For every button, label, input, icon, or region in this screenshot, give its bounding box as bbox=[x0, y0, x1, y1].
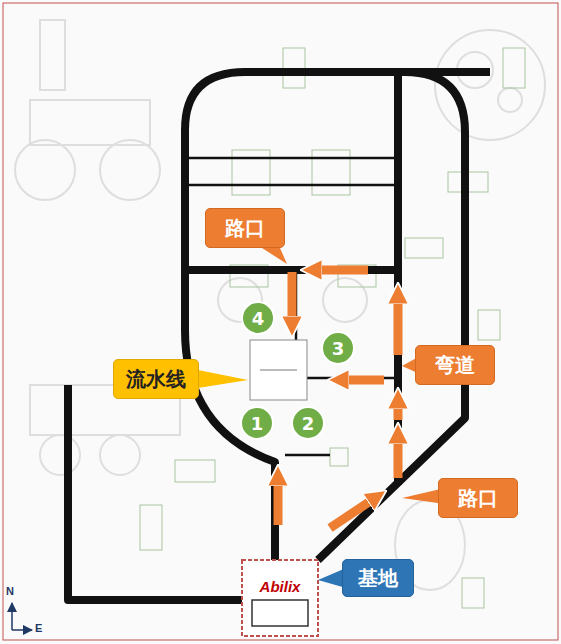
base-logo bbox=[252, 600, 308, 626]
callout-text: 基地 bbox=[358, 565, 398, 592]
callout-number-text: 1 bbox=[251, 413, 264, 434]
track bbox=[68, 72, 490, 600]
callout-number: 4 bbox=[241, 301, 275, 335]
callout-box: 流水线 bbox=[113, 359, 199, 399]
compass-letter: E bbox=[35, 622, 42, 634]
callout-box: 基地 bbox=[342, 559, 414, 597]
callout-box: 路口 bbox=[438, 478, 518, 518]
field-border bbox=[3, 3, 558, 640]
compass-letter: N bbox=[6, 585, 14, 597]
background-art bbox=[15, 20, 545, 590]
callout-number: 1 bbox=[240, 406, 274, 440]
callout-number: 2 bbox=[291, 406, 325, 440]
callout-text: 流水线 bbox=[126, 366, 186, 393]
callout-box: 弯道 bbox=[415, 345, 495, 385]
logo-text: Abilix bbox=[260, 578, 301, 595]
route-arrows bbox=[278, 270, 398, 528]
callout-text: 路口 bbox=[458, 485, 498, 512]
callout-number-text: 3 bbox=[332, 338, 345, 359]
track-thin bbox=[185, 158, 398, 455]
callout-text: 路口 bbox=[225, 215, 265, 242]
compass bbox=[12, 603, 32, 630]
callout-number-text: 2 bbox=[302, 413, 315, 434]
pipeline-mark bbox=[260, 369, 297, 371]
callout-box: 路口 bbox=[205, 208, 285, 248]
pipeline-box bbox=[250, 340, 307, 400]
base-box bbox=[242, 560, 318, 636]
placement-marks bbox=[140, 48, 525, 608]
callout-pointers bbox=[198, 248, 445, 588]
callout-number-text: 4 bbox=[252, 308, 265, 329]
callout-number: 3 bbox=[321, 331, 355, 365]
callout-text: 弯道 bbox=[435, 352, 475, 379]
